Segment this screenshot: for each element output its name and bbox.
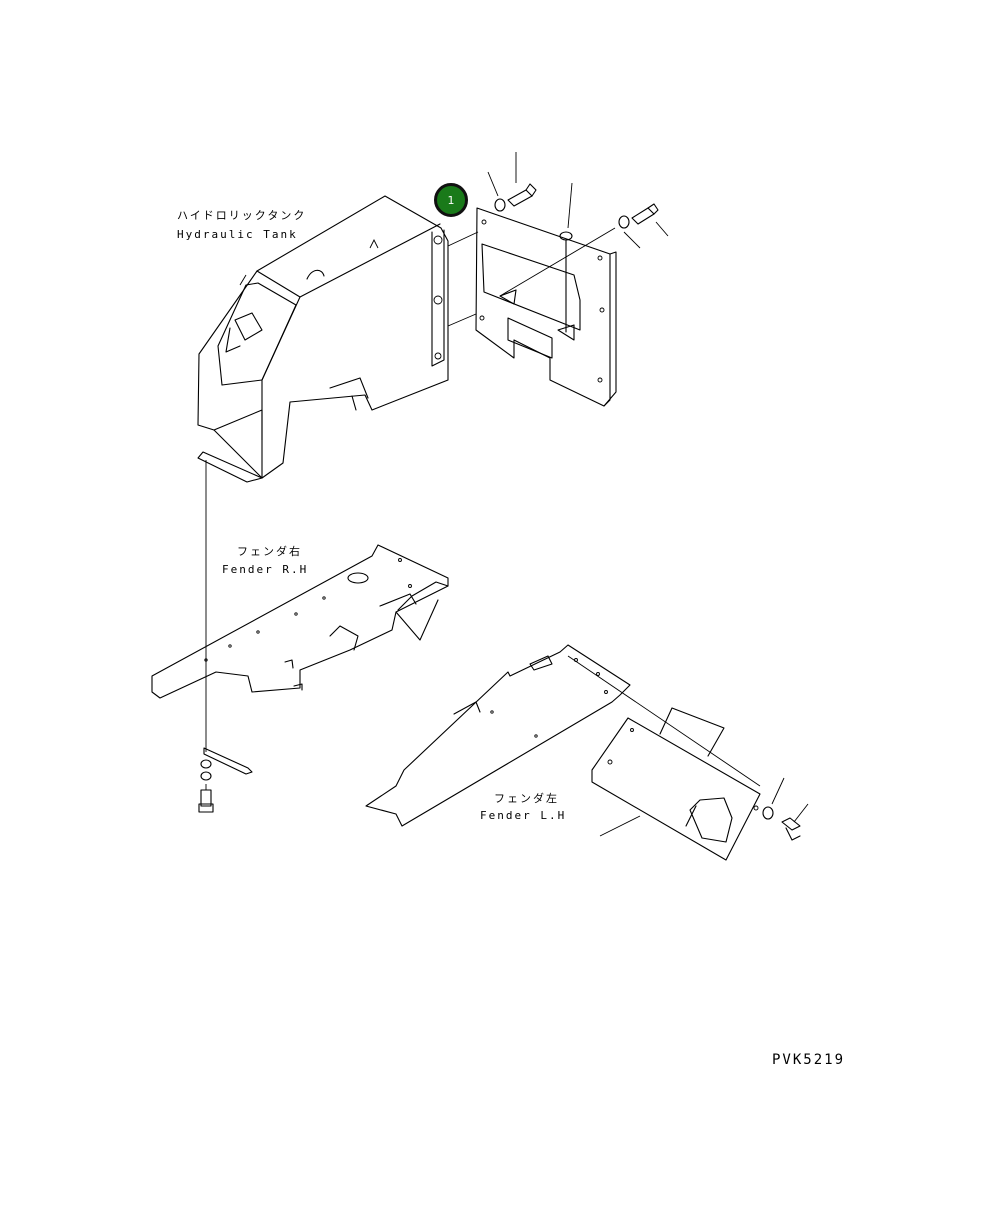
part-callout-1[interactable]: 1 xyxy=(434,183,468,217)
drawing-code: PVK5219 xyxy=(772,1052,846,1068)
fender-rh xyxy=(151,544,449,699)
top-fasteners xyxy=(487,152,669,333)
bracket-bolt-stack xyxy=(198,747,253,813)
fender-lh-label-jp: フェンダ左 xyxy=(494,792,559,805)
lh-fasteners xyxy=(762,777,809,841)
callout-number: 1 xyxy=(447,193,455,207)
fender-rh-label-jp: フェンダ右 xyxy=(237,545,302,558)
fender-lh xyxy=(365,644,761,861)
hydraulic-tank xyxy=(197,195,449,483)
hydraulic-tank-label-en: Hydraulic Tank xyxy=(177,228,298,241)
hydraulic-tank-label-jp: ハイドロリックタンク xyxy=(177,209,307,222)
cover-plate xyxy=(447,207,617,407)
fender-rh-label-en: Fender R.H xyxy=(222,563,309,576)
fender-lh-label-en: Fender L.H xyxy=(480,809,567,822)
